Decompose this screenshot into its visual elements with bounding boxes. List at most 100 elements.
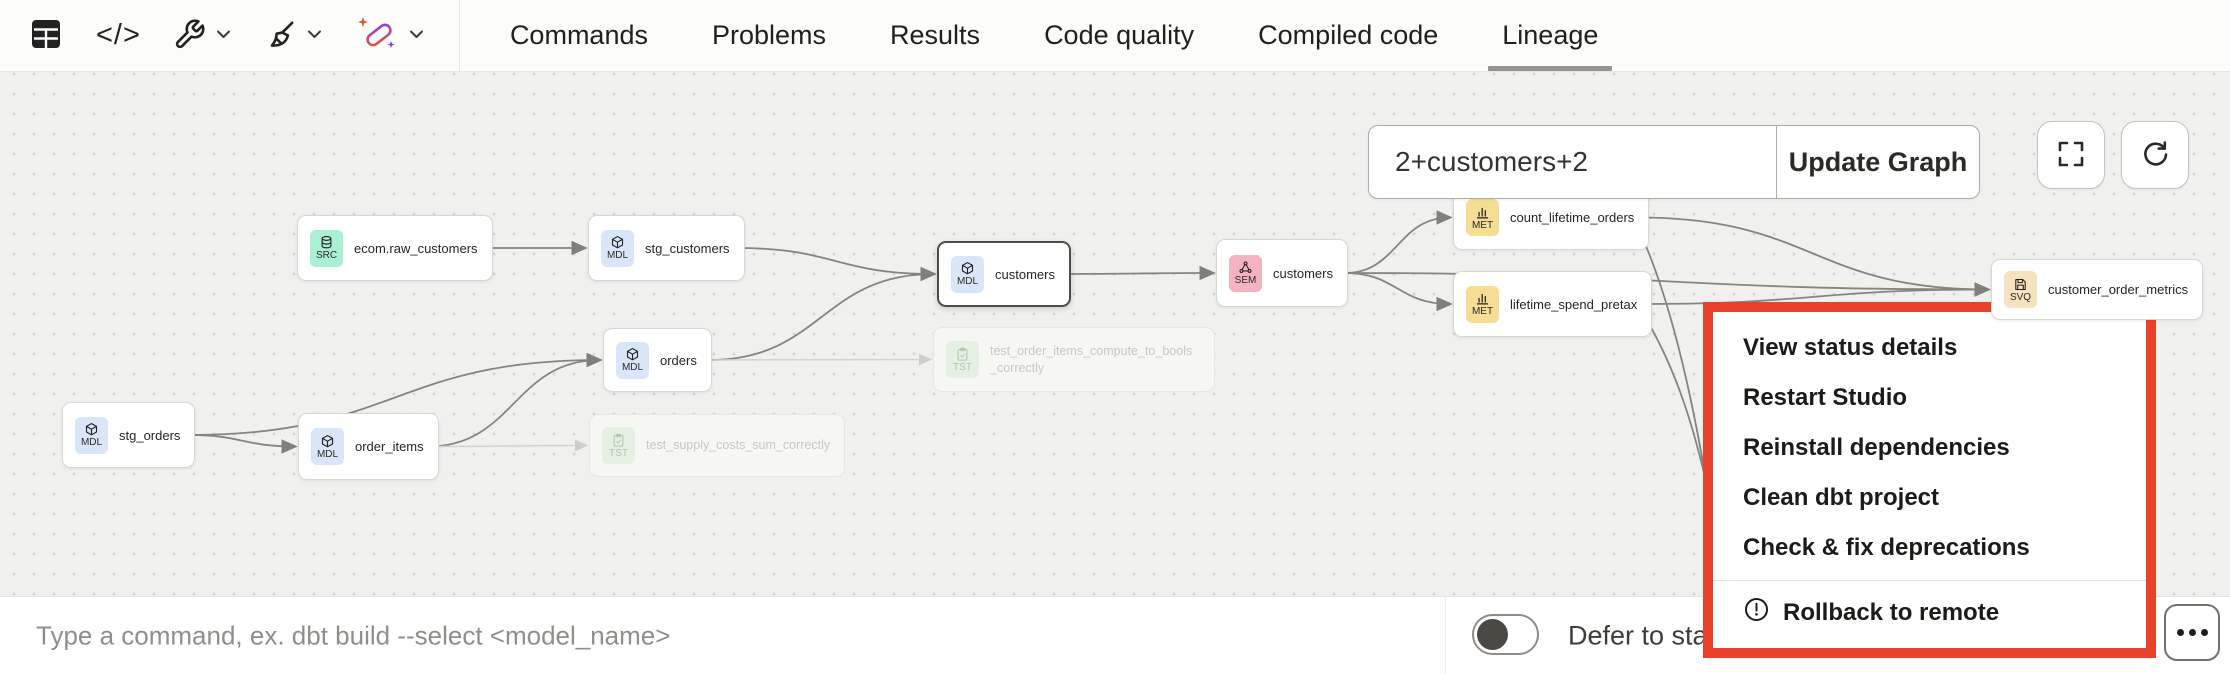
edge-customers_sem-to-customer_order_metrics (1344, 272, 1991, 297)
edge-order_items-to-test_supply (427, 439, 589, 452)
menu-item-clean-dbt-project[interactable]: Clean dbt project (1713, 473, 2146, 523)
code-icon: </> (96, 19, 141, 51)
refresh-icon (2140, 139, 2170, 172)
node-label: orders (660, 352, 697, 368)
menu-item-rollback-to-remote[interactable]: Rollback to remote (1713, 588, 2146, 638)
lineage-selector-input[interactable]: 2+customers+2 (1369, 126, 1777, 198)
lineage-node-stg_customers[interactable]: MDL stg_customers (588, 215, 745, 281)
menu-item-reinstall-dependencies[interactable]: Reinstall dependencies (1713, 423, 2146, 473)
menu-item-label: Restart Studio (1743, 384, 1908, 411)
edge-customers_sem-to-lifetime_spend_pretax (1344, 272, 1453, 312)
tab-lineage[interactable]: Lineage (1488, 0, 1613, 71)
fullscreen-button[interactable] (2037, 121, 2105, 189)
node-label: customer_order_metrics (2048, 282, 2189, 297)
chevron-down-icon (215, 27, 232, 44)
tab-code-quality[interactable]: Code quality (1044, 20, 1195, 50)
node-label: test_supply_costs_sum_correctly (646, 438, 831, 452)
edge-orders-to-customers_mdl (708, 266, 937, 361)
menu-item-label: View status details (1743, 334, 1958, 361)
cube-icon: MDL (951, 255, 984, 293)
menu-item-label: Rollback to remote (1783, 599, 2000, 626)
chevron-down-icon (408, 27, 425, 44)
menu-item-check-fix-deprecations[interactable]: Check & fix deprecations (1713, 523, 2146, 573)
fullscreen-icon (2056, 139, 2086, 172)
more-options-button[interactable] (2164, 604, 2220, 661)
edge-stg_customers-to-customers_mdl (736, 247, 937, 282)
node-label: lifetime_spend_pretax (1510, 296, 1638, 312)
edge (1641, 311, 1713, 511)
lineage-node-order_items[interactable]: MDL order_items (298, 413, 439, 480)
lineage-node-test_supply[interactable]: TST test_supply_costs_sum_correctly (589, 414, 846, 477)
broom-icon (264, 18, 297, 54)
semantic-icon: SEM (1229, 254, 1262, 292)
node-label: stg_customers (645, 240, 730, 256)
refresh-graph-button[interactable] (2121, 121, 2189, 189)
edge-order_items-to-orders (427, 352, 603, 448)
tab-compiled-code[interactable]: Compiled code (1258, 20, 1439, 50)
update-graph-button[interactable]: Update Graph (1777, 126, 1979, 198)
edge-customers_mdl-to-customers_sem (1063, 265, 1216, 281)
tab-results[interactable]: Results (890, 20, 981, 50)
cube-icon: MDL (616, 341, 649, 379)
metric-icon: MET (1466, 199, 1499, 236)
table-icon-button[interactable] (28, 16, 64, 55)
bottom-bar-divider (1445, 597, 1446, 674)
tab-problems[interactable]: Problems (711, 20, 827, 50)
edge-count_lifetime_orders-to-customer_order_metrics (1637, 216, 1991, 297)
wrench-icon (173, 18, 206, 54)
menu-item-view-status-details[interactable]: View status details (1713, 323, 2146, 373)
lineage-node-customers_mdl[interactable]: MDL customers (937, 241, 1071, 307)
table-icon (28, 16, 64, 55)
command-input[interactable]: Type a command, ex. dbt build --select <… (36, 620, 671, 650)
menu-item-label: Reinstall dependencies (1743, 434, 2010, 461)
edge-stg_orders-to-order_items (189, 434, 298, 454)
node-label: order_items (355, 439, 424, 454)
node-label: stg_orders (119, 427, 181, 443)
cube-icon: MDL (311, 428, 344, 465)
database-icon: SRC (310, 229, 343, 267)
lineage-node-stg_orders[interactable]: MDL stg_orders (62, 402, 196, 468)
saved-query-icon: SVQ (2004, 271, 2037, 308)
menu-item-label: Clean dbt project (1743, 484, 1940, 511)
node-label: customers (1273, 265, 1333, 281)
defer-label: Defer to sta (1568, 620, 1708, 650)
edge-orders-to-test_order_items (708, 353, 933, 366)
chevron-down-icon (306, 27, 323, 44)
lineage-node-raw_customers[interactable]: SRC ecom.raw_customers (297, 215, 493, 281)
alert-circle-icon (1743, 596, 1770, 630)
lineage-node-lifetime_spend_pretax[interactable]: MET lifetime_spend_pretax (1453, 271, 1653, 337)
menu-separator (1713, 580, 2146, 581)
toolbar-icon-group: </> (0, 0, 459, 71)
panel-tabs: Commands Problems Results Code quality Compi… (460, 0, 1613, 71)
menu-item-label: Check & fix deprecations (1743, 534, 2030, 561)
metric-icon: MET (1466, 285, 1499, 323)
edge-customers_sem-to-count_lifetime_orders (1344, 210, 1453, 274)
lineage-node-customer_order_metrics[interactable]: SVQ customer_order_metrics (1991, 259, 2204, 320)
wrench-icon-button[interactable] (173, 18, 232, 54)
lineage-node-customers_sem[interactable]: SEM customers (1216, 239, 1348, 307)
toggle-knob (1477, 619, 1508, 650)
tab-commands[interactable]: Commands (509, 20, 648, 50)
menu-item-restart-studio[interactable]: Restart Studio (1713, 373, 2146, 423)
lineage-node-test_order_items[interactable]: TST test_order_items_compute_to_bools _co… (933, 327, 1215, 392)
node-label: count_lifetime_orders (1510, 210, 1635, 225)
test-icon: TST (946, 341, 979, 378)
broom-icon-button[interactable] (264, 18, 323, 54)
lineage-filter-bar: 2+customers+2 Update Graph (1368, 125, 1980, 199)
magic-wand-icon-button[interactable] (355, 14, 425, 57)
cube-icon: MDL (75, 416, 108, 454)
code-icon-button[interactable]: </> (96, 19, 141, 52)
node-label: test_order_items_compute_to_bools _corre… (990, 343, 1193, 375)
defer-toggle[interactable] (1472, 614, 1539, 655)
ellipsis-icon (2176, 629, 2184, 636)
test-icon: TST (602, 427, 635, 464)
lineage-node-orders[interactable]: MDL orders (603, 328, 712, 392)
node-label: customers (995, 266, 1055, 282)
cube-icon: MDL (601, 229, 634, 267)
node-label: ecom.raw_customers (354, 240, 478, 256)
magic-wand-icon (355, 14, 399, 57)
